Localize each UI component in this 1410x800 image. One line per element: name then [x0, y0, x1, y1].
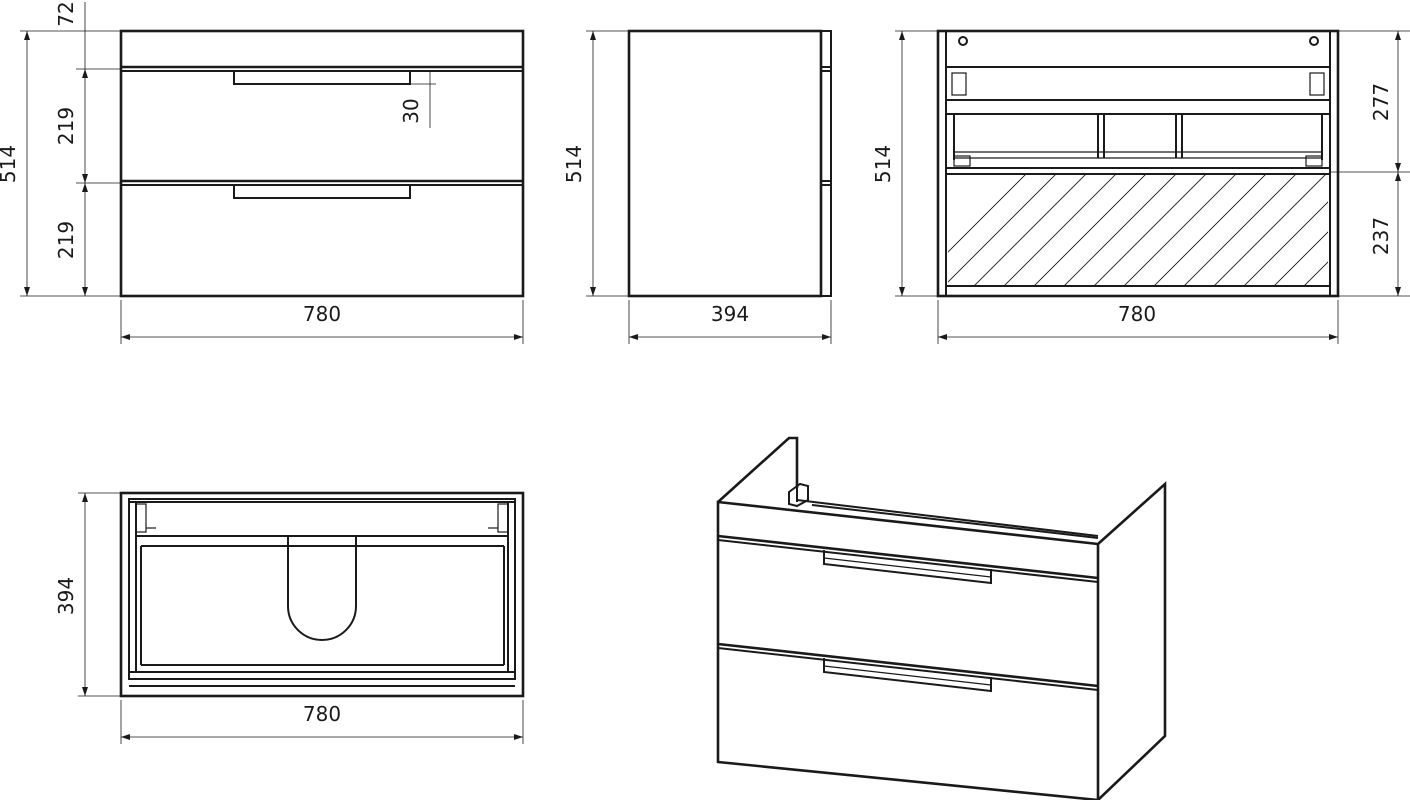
iso-drawer-handle-lower	[823, 658, 992, 693]
side-height-dimension: 514	[562, 145, 586, 183]
front-drawer2-dimension: 219	[54, 221, 78, 259]
top-outline	[119, 491, 525, 698]
top-view: 394 780	[54, 491, 525, 744]
front-drawer-handle-lower	[233, 185, 411, 199]
side-front-panel	[821, 30, 832, 297]
rear-lower-dimension: 237	[1369, 217, 1393, 255]
rear-width-dimension: 780	[1118, 302, 1156, 326]
isometric-view	[716, 436, 1167, 800]
front-handle-dimension: 30	[399, 98, 423, 123]
front-drawer-handle-upper	[233, 71, 411, 85]
top-bracket-left	[135, 503, 147, 533]
iso-drawer-handle-upper	[823, 550, 992, 585]
rear-bracket-left	[951, 72, 967, 96]
iso-left-panel	[717, 436, 799, 503]
rear-outline	[936, 29, 1340, 298]
top-siphon-cutout	[287, 536, 357, 641]
front-height-dimension: 514	[0, 145, 20, 183]
front-outline	[119, 29, 525, 298]
rear-upper-dimension: 277	[1369, 83, 1393, 121]
front-view: 72 514 219 219 30 780	[0, 1, 525, 344]
iso-hanging-bracket	[788, 482, 809, 508]
top-depth-dimension: 394	[54, 577, 78, 615]
iso-right-panel	[1097, 481, 1167, 800]
rear-bracket-right	[1309, 72, 1325, 96]
rear-height-dimension: 514	[871, 145, 895, 183]
rear-hatched-panel	[948, 174, 1328, 286]
rear-mount-hole-right	[1309, 36, 1319, 46]
rear-mount-hole-left	[958, 36, 968, 46]
side-depth-dimension: 394	[711, 302, 749, 326]
front-drawer1-dimension: 219	[54, 107, 78, 145]
front-top-dimension: 72	[54, 1, 78, 26]
side-outline	[627, 29, 823, 298]
top-width-dimension: 780	[303, 702, 341, 726]
rear-view: 514 277 237 780	[871, 29, 1410, 344]
top-bracket-right	[497, 503, 509, 533]
side-view: 514 394	[562, 29, 832, 344]
iso-front-face	[716, 500, 1100, 800]
front-width-dimension: 780	[303, 302, 341, 326]
